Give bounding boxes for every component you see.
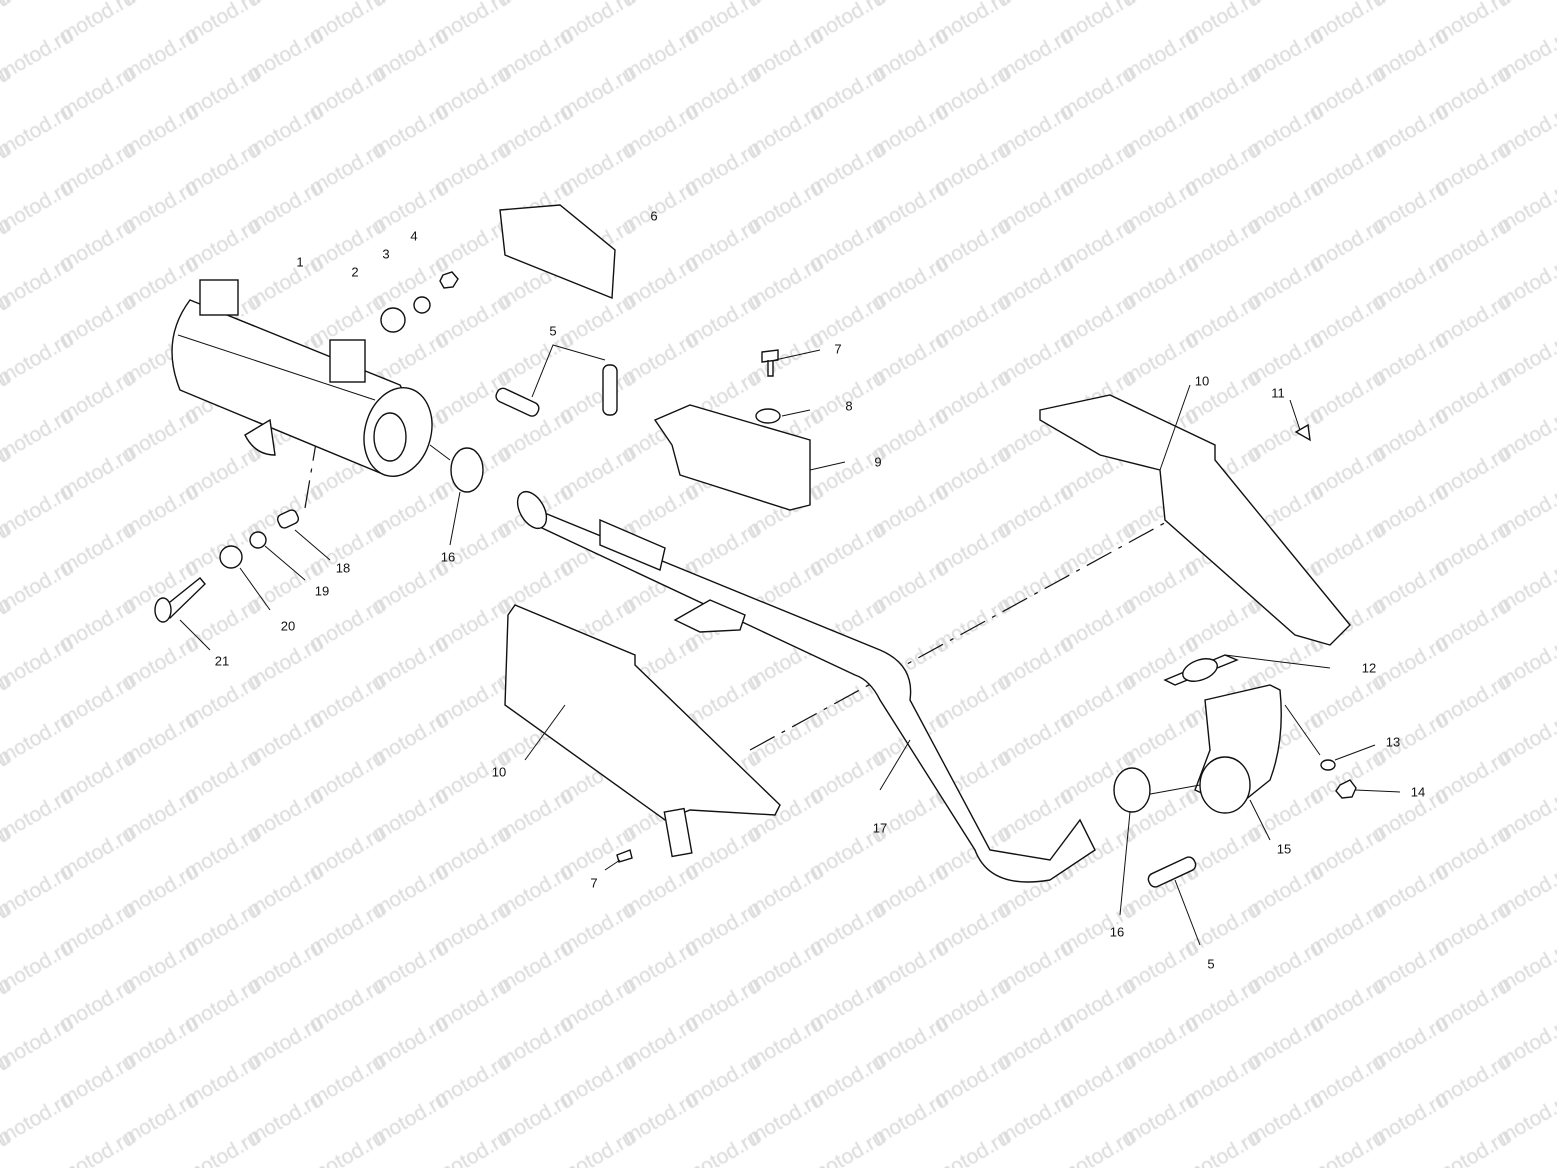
callout-8: 8 bbox=[845, 398, 853, 414]
callout-20: 20 bbox=[280, 618, 296, 634]
spring-5b bbox=[602, 364, 618, 416]
bolt-7 bbox=[761, 349, 779, 377]
callout-2: 2 bbox=[351, 264, 359, 280]
heat-shield-10-lower bbox=[504, 604, 781, 821]
washer-13 bbox=[1320, 759, 1336, 771]
callout-19: 19 bbox=[314, 583, 330, 599]
callout-17: 17 bbox=[872, 820, 888, 836]
nut-14 bbox=[1335, 779, 1357, 799]
ring-19 bbox=[249, 531, 267, 549]
heat-shield-10-upper bbox=[1039, 394, 1351, 646]
callout-7b: 7 bbox=[590, 875, 598, 891]
heat-shield-6 bbox=[499, 204, 616, 300]
callout-16: 16 bbox=[440, 549, 456, 565]
washer-8 bbox=[755, 408, 781, 424]
callout-14: 14 bbox=[1410, 784, 1426, 800]
spring-5a bbox=[495, 387, 540, 417]
callout-5: 5 bbox=[549, 323, 557, 339]
bracket-9 bbox=[653, 404, 811, 511]
callout-9: 9 bbox=[874, 454, 882, 470]
clip-11 bbox=[1294, 423, 1311, 442]
callout-18: 18 bbox=[335, 560, 351, 576]
bushing-18 bbox=[276, 509, 300, 529]
callout-11: 11 bbox=[1271, 385, 1285, 401]
centerline bbox=[749, 519, 1171, 751]
callout-6: 6 bbox=[650, 208, 658, 224]
grommet-20 bbox=[219, 545, 243, 569]
callout-3: 3 bbox=[382, 246, 390, 262]
seal-16b bbox=[1113, 767, 1151, 813]
bolt-7b bbox=[616, 849, 633, 863]
exhaust-pipe-17 bbox=[524, 503, 1096, 883]
grommet-2 bbox=[380, 307, 406, 333]
callout-7: 7 bbox=[834, 341, 842, 357]
seal-16 bbox=[450, 447, 484, 493]
spring-5c bbox=[1147, 856, 1197, 888]
callout-21: 21 bbox=[214, 653, 230, 669]
callout-5b: 5 bbox=[1207, 956, 1215, 972]
callout-12: 12 bbox=[1361, 660, 1377, 676]
washer-3 bbox=[413, 296, 431, 314]
callout-4: 4 bbox=[410, 228, 418, 244]
callout-15: 15 bbox=[1276, 841, 1292, 857]
callout-1: 1 bbox=[296, 254, 304, 270]
muffler bbox=[171, 279, 433, 477]
callout-10: 10 bbox=[1194, 373, 1210, 389]
nut-4 bbox=[439, 271, 459, 289]
callout-16b: 16 bbox=[1109, 924, 1125, 940]
callout-13: 13 bbox=[1385, 734, 1401, 750]
callout-10b: 10 bbox=[491, 764, 507, 780]
